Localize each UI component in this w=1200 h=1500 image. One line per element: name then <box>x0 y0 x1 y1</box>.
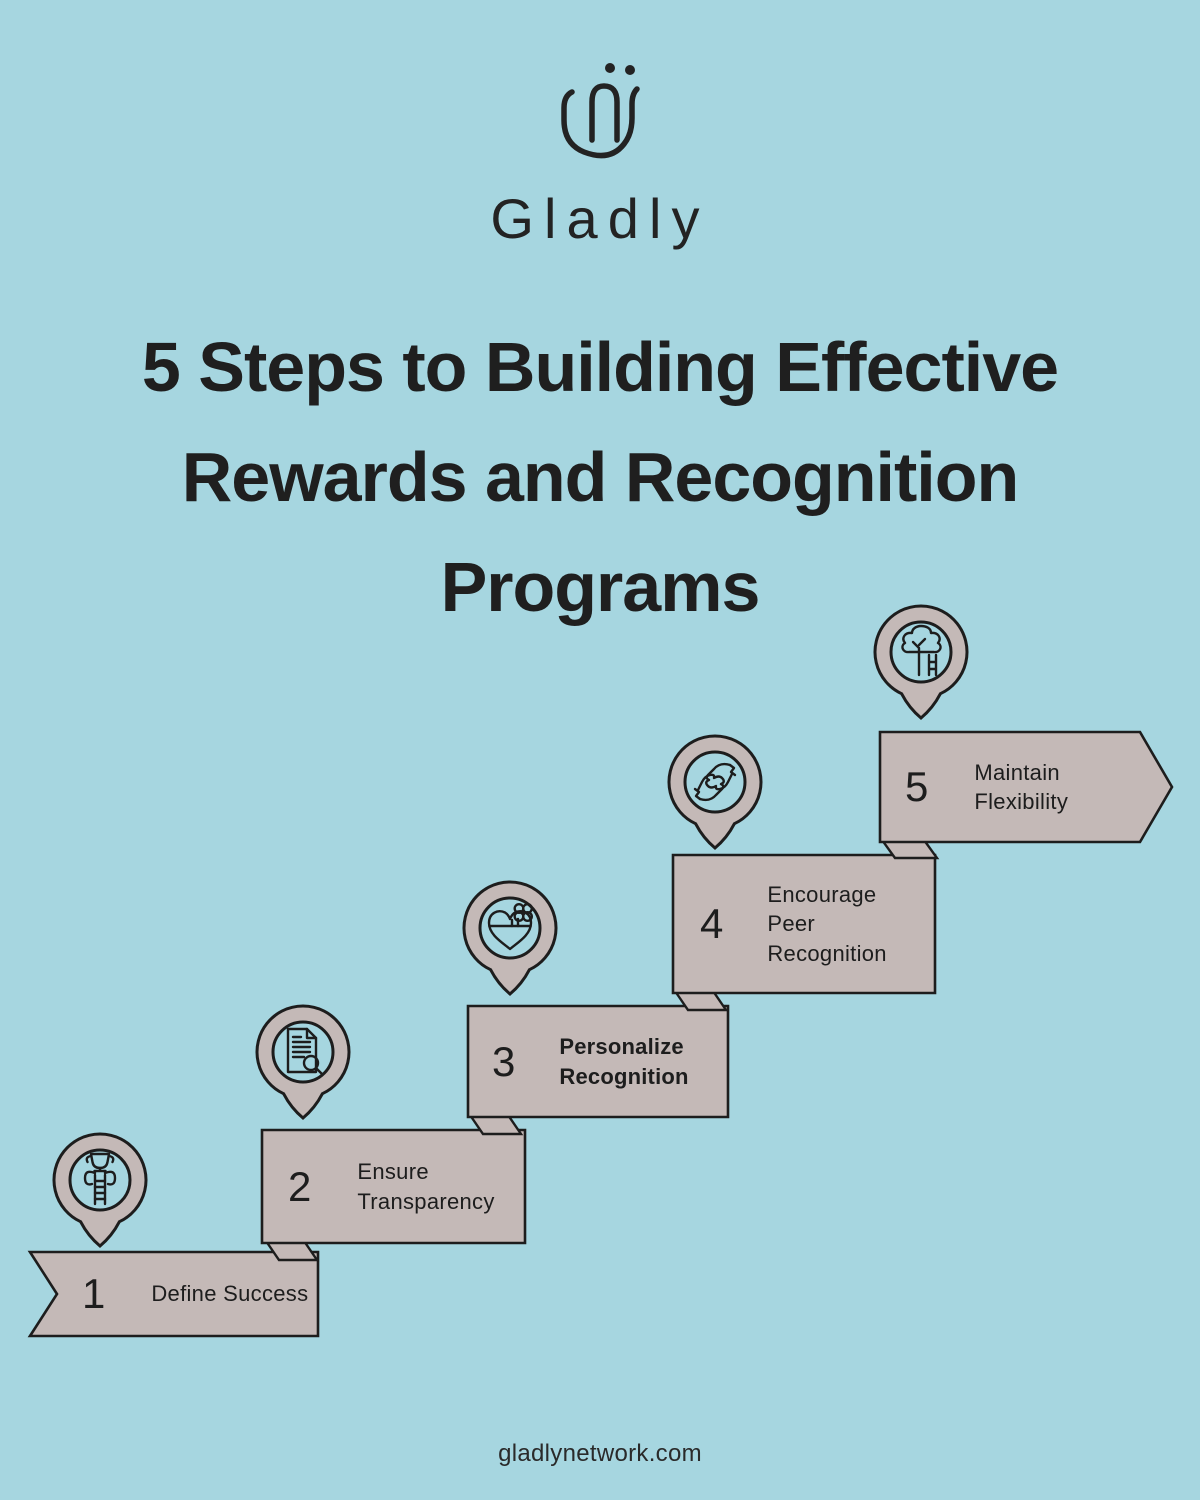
step-5: 5 Maintain Flexibility <box>905 732 1114 842</box>
step-3-banner <box>466 1004 730 1119</box>
step-3: 3 Personalize Recognition <box>492 1006 729 1117</box>
heart-gift-icon <box>487 903 534 951</box>
step-5-badge <box>873 604 969 720</box>
step-4-badge <box>667 734 763 850</box>
step-4-banner <box>671 853 937 995</box>
title-line-3: Programs <box>440 548 761 626</box>
document-search-icon <box>286 1027 324 1076</box>
tree-icon <box>901 624 942 677</box>
trophy-ladder-icon <box>83 1152 117 1206</box>
step-1-banner <box>27 1250 320 1338</box>
step-2: 2 Ensure Transparency <box>288 1130 517 1243</box>
brand-wordmark: Gladly <box>490 187 710 250</box>
step-5-number: 5 <box>905 763 929 810</box>
step-2-number: 2 <box>288 1162 312 1210</box>
step-4-number: 4 <box>700 900 724 947</box>
step-2-label: Ensure Transparency <box>357 1159 495 1214</box>
title-line-2: Rewards and Recognition <box>181 438 1020 516</box>
footer-website: gladlynetwork.com <box>498 1440 702 1467</box>
step-1-label: Define Success <box>151 1281 309 1307</box>
step-5-label: Maintain Flexibility <box>974 759 1069 814</box>
hands-together-icon <box>693 762 737 802</box>
step-4-label: Encourage Peer Recognition <box>767 882 887 966</box>
step-3-label: Personalize Recognition <box>559 1034 689 1089</box>
step-2-badge <box>255 1004 351 1120</box>
step-3-badge <box>462 880 558 996</box>
step-4: 4 Encourage Peer Recognition <box>700 855 927 993</box>
step-3-number: 3 <box>492 1037 516 1085</box>
step-2-banner <box>260 1128 527 1245</box>
step-1-number: 1 <box>82 1270 106 1317</box>
step-1-badge <box>52 1132 148 1248</box>
step-5-banner <box>878 730 1174 844</box>
step-1: 1 Define Success <box>82 1252 308 1336</box>
title-line-1: 5 Steps to Building Effective <box>141 328 1059 406</box>
page-title: 5 Steps to Building Effective Rewards an… <box>0 312 1200 642</box>
gladly-monogram-icon <box>561 63 640 159</box>
